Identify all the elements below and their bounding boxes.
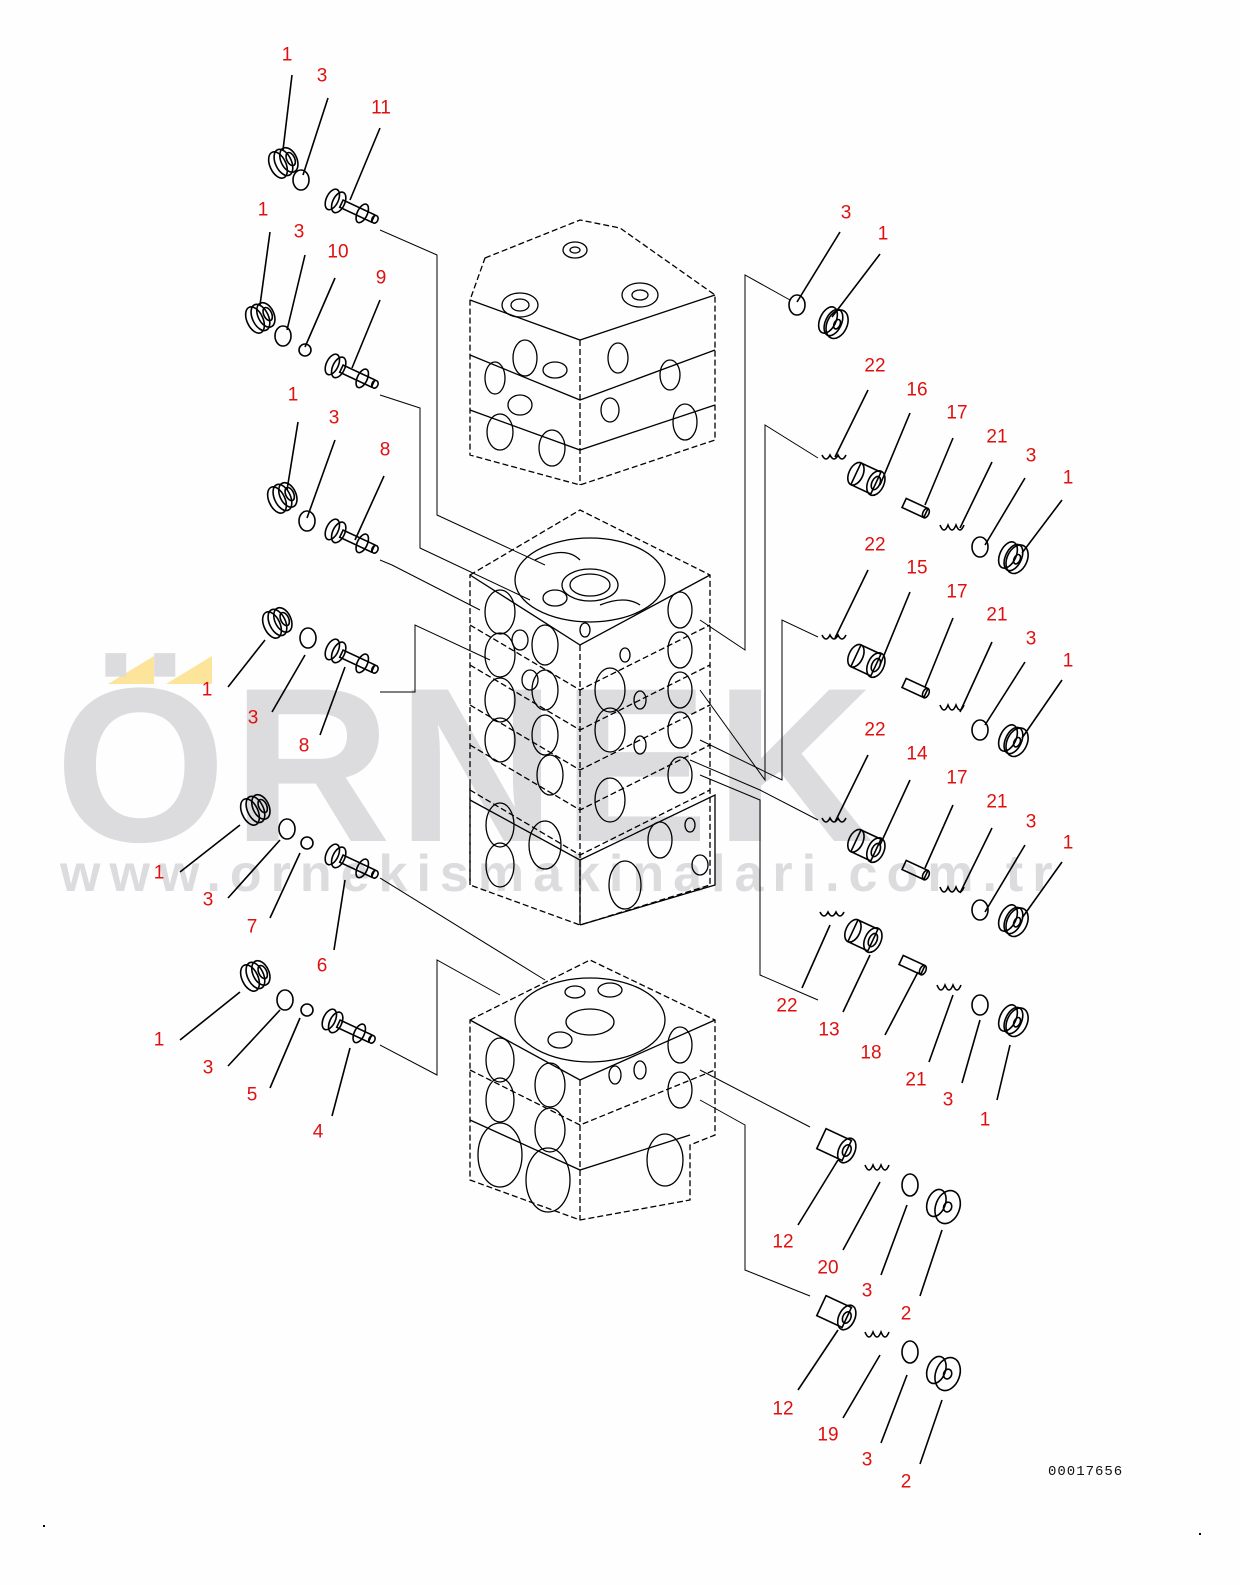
callout-label: 21 (986, 426, 1008, 448)
callout-label: 13 (818, 1019, 840, 1041)
callout-label: 12 (772, 1398, 794, 1420)
callout-label: 1 (1062, 467, 1074, 489)
scan-speck (43, 1525, 45, 1527)
connection-lines (379, 229, 819, 1297)
callout-label: 8 (379, 439, 391, 461)
callout-label: 17 (946, 767, 968, 789)
watermark-url: www.ornekismakinalari.com.tr (60, 845, 1062, 903)
callout-label: 1 (1062, 832, 1074, 854)
watermark-accent-right (166, 656, 212, 684)
callout-label: 1 (153, 1029, 165, 1051)
callout-label: 1 (287, 384, 299, 406)
valve-assembly-14 (821, 816, 1029, 938)
watermark-brand: ÖRNEK (55, 642, 880, 888)
callout-label: 16 (906, 379, 928, 401)
callout-label: 3 (1025, 811, 1037, 833)
callout-label: 22 (864, 355, 886, 377)
valve-assembly-13 (819, 910, 1029, 1038)
callout-label: 22 (864, 534, 886, 556)
callout-label: 6 (316, 955, 328, 977)
callout-label: 3 (247, 707, 259, 729)
callout-label: 3 (942, 1089, 954, 1111)
drawing-reference-number: 00017656 (1048, 1464, 1124, 1480)
callout-label: 22 (864, 719, 886, 741)
callout-label: 20 (817, 1257, 839, 1279)
callout-label: 3 (202, 1057, 214, 1079)
callout-label: 21 (986, 791, 1008, 813)
callout-label: 19 (817, 1424, 839, 1446)
relief-valve-12a (815, 1127, 962, 1225)
callout-label: 17 (946, 581, 968, 603)
callout-label: 2 (900, 1471, 912, 1493)
callout-label: 21 (986, 604, 1008, 626)
watermark-accent-left (108, 656, 154, 684)
callout-label: 1 (979, 1109, 991, 1131)
valve-section-middle (469, 509, 716, 926)
callout-label: 8 (298, 735, 310, 757)
callout-label: 17 (946, 402, 968, 424)
callout-label: 1 (201, 679, 213, 701)
callout-label: 3 (1025, 445, 1037, 467)
callout-label: 3 (861, 1280, 873, 1302)
callout-label: 1 (281, 44, 293, 66)
callout-label: 9 (375, 267, 387, 289)
callout-label: 3 (861, 1449, 873, 1471)
callout-label: 11 (371, 97, 391, 119)
callout-label: 10 (327, 241, 349, 263)
callout-label: 7 (246, 916, 258, 938)
valve-assembly-15 (821, 633, 1029, 758)
callout-label: 14 (906, 743, 928, 765)
callout-label: 22 (776, 995, 798, 1017)
valve-assembly-16 (821, 453, 1029, 575)
parts (239, 146, 1029, 1392)
callout-label: 3 (202, 889, 214, 911)
callout-label: 1 (257, 199, 269, 221)
callout-label: 3 (316, 65, 328, 87)
callout-label: 3 (293, 221, 305, 243)
callout-label: 2 (900, 1303, 912, 1325)
callout-label: 1 (1062, 650, 1074, 672)
callout-label: 3 (1025, 628, 1037, 650)
scan-speck (1199, 1533, 1201, 1535)
callout-label: 18 (860, 1042, 882, 1064)
valve-section-bottom (469, 959, 716, 1221)
callout-label: 5 (246, 1084, 258, 1106)
callout-label: 12 (772, 1231, 794, 1253)
callout-label: 15 (906, 557, 928, 579)
callout-label: 4 (312, 1121, 324, 1143)
callout-leaders (179, 74, 1063, 1465)
callout-label: 1 (877, 223, 889, 245)
callout-label: 3 (840, 202, 852, 224)
valve-section-top (469, 219, 716, 486)
callout-label: 3 (328, 407, 340, 429)
callout-label: 1 (153, 862, 165, 884)
callout-label: 21 (905, 1069, 927, 1091)
relief-valve-12b (815, 1294, 962, 1392)
